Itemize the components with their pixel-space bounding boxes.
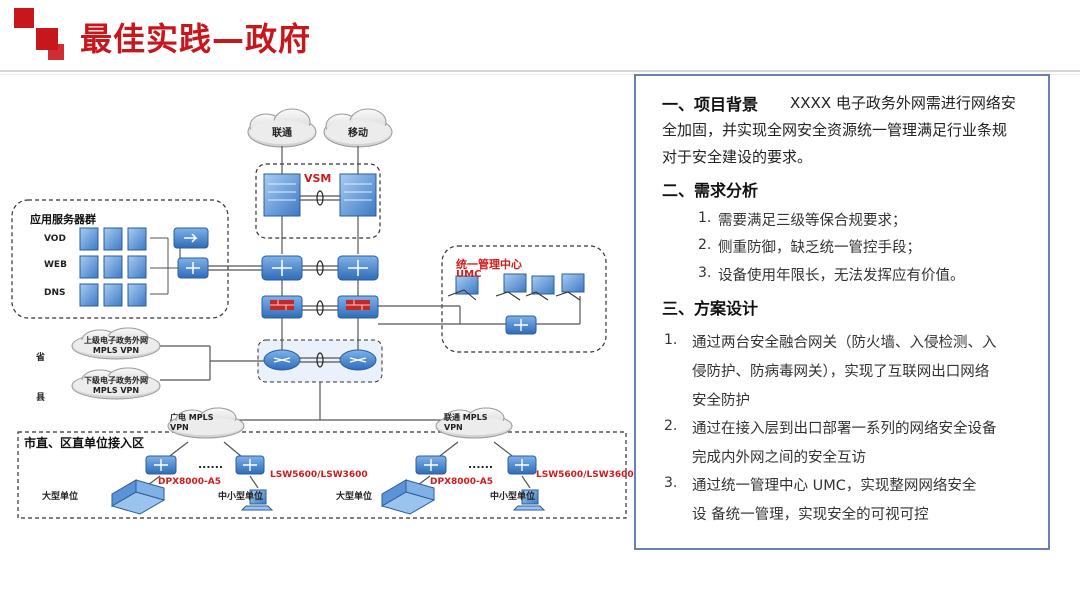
server-vod-label: VOD bbox=[44, 234, 66, 244]
vsm-server-right bbox=[339, 173, 377, 217]
vsm-label: VSM bbox=[304, 172, 332, 185]
lt-vpn-label: 联通 MPLS VPN bbox=[444, 413, 504, 433]
lower-vpn-line1: 下级电子政务外网 bbox=[84, 376, 148, 385]
cloud-gd-vpn bbox=[167, 407, 245, 439]
app-load-balancer bbox=[173, 227, 209, 249]
cloud-upper-vpn bbox=[71, 327, 161, 360]
req-num-2: 2. bbox=[698, 237, 712, 253]
vsm-box bbox=[255, 163, 381, 239]
req-num-1: 1. bbox=[698, 210, 712, 226]
plan-1-line-3: 安全防护 bbox=[692, 393, 750, 409]
app-server-racks bbox=[79, 227, 147, 307]
cloud-lt-vpn bbox=[435, 407, 513, 439]
lt-vpn-line1: 联通 MPLS bbox=[444, 413, 488, 422]
core-router-left bbox=[263, 349, 301, 371]
umc-box bbox=[441, 245, 607, 353]
umc-workstations bbox=[455, 273, 585, 295]
lsw-right-label: LSW5600/LSW3600 bbox=[536, 470, 634, 480]
access-zone-label: 市直、区直单位接入区 bbox=[24, 436, 145, 450]
title-divider bbox=[0, 70, 1080, 72]
req-item-3: 设备使用年限长，无法发挥应有价值。 bbox=[718, 268, 965, 284]
large-unit-left-label: 大型单位 bbox=[42, 492, 79, 502]
access-lsw-right bbox=[507, 455, 537, 475]
page-title: 最佳实践—政府 bbox=[80, 20, 312, 58]
umc-title-label: 统一管理中心 bbox=[456, 258, 522, 271]
gd-vpn-line1: 广电 MPLS bbox=[170, 413, 214, 422]
plan-3-line-1: 通过统一管理中心 UMC，实现整网网络安全 bbox=[692, 478, 977, 494]
server-dns-label: DNS bbox=[44, 288, 66, 298]
req-item-1: 需要满足三级等保合规要求； bbox=[718, 213, 907, 229]
plan-2-line-2: 完成内外网之间的安全互访 bbox=[692, 450, 866, 466]
building-large-left bbox=[110, 479, 166, 515]
dots-right: ...... bbox=[468, 458, 494, 471]
core-switch-left bbox=[261, 255, 303, 281]
bg-line-3: 对于安全建设的要求。 bbox=[662, 148, 813, 166]
network-diagram bbox=[11, 108, 627, 519]
cloud-mobile bbox=[323, 108, 393, 148]
building-large-right bbox=[380, 479, 436, 515]
plan-num-3: 3. bbox=[664, 475, 678, 491]
app-group-label: 应用服务器群 bbox=[30, 213, 96, 226]
gd-vpn-label: 广电 MPLS VPN bbox=[170, 413, 230, 433]
plan-heading: 三、方案设计 bbox=[662, 299, 759, 318]
req-num-3: 3. bbox=[698, 265, 712, 281]
dpx-left-label: DPX8000-A5 bbox=[158, 477, 222, 487]
small-unit-left-label: 中小型单位 bbox=[218, 492, 264, 502]
bg-heading: 一、项目背景 bbox=[662, 95, 759, 114]
pc-small-right bbox=[512, 489, 546, 511]
firewall-left bbox=[261, 295, 303, 319]
plan-3-line-2: 设 备统一管理，实现安全的可视可控 bbox=[692, 507, 929, 523]
dpx-right-label: DPX8000-A5 bbox=[430, 477, 494, 487]
lower-vpn-line2: MPLS VPN bbox=[92, 386, 140, 395]
server-web-label: WEB bbox=[44, 260, 67, 270]
plan-num-2: 2. bbox=[664, 418, 678, 434]
plan-2-line-1: 通过在接入层到出口部署一系列的网络安全设备 bbox=[692, 421, 997, 437]
title-divider-shadow bbox=[0, 74, 1080, 75]
lsw-left-label: LSW5600/LSW3600 bbox=[270, 470, 368, 480]
lt-vpn-line2: VPN bbox=[444, 423, 463, 432]
county-label: 县 bbox=[36, 393, 46, 403]
core-switch-right bbox=[337, 255, 379, 281]
bg-line-2: 全加固，并实现全网安全资源统一管理满足行业条规 bbox=[662, 121, 1008, 139]
upper-vpn-line2: MPLS VPN bbox=[92, 346, 140, 355]
cloud-lower-vpn bbox=[71, 367, 161, 400]
access-lsw-left bbox=[235, 455, 265, 475]
bg-line-1: XXXX 电子政务外网需进行网络安 bbox=[790, 94, 1016, 112]
upper-vpn-label: 上级电子政务外网 MPLS VPN bbox=[74, 336, 158, 356]
cloud-unicom-label: 联通 bbox=[272, 128, 292, 139]
firewall-right bbox=[337, 295, 379, 319]
upper-vpn-line1: 上级电子政务外网 bbox=[84, 336, 148, 345]
access-dpx-left bbox=[145, 455, 177, 475]
app-switch bbox=[177, 257, 209, 279]
province-label: 省 bbox=[36, 353, 46, 363]
req-heading: 二、需求分析 bbox=[662, 181, 759, 200]
logo-square-3 bbox=[48, 44, 64, 60]
cloud-unicom bbox=[247, 108, 317, 148]
plan-1-line-2: 侵防护、防病毒网关），实现了互联网出口网络 bbox=[692, 364, 990, 380]
umc-switch bbox=[505, 315, 537, 335]
pc-small-left bbox=[240, 489, 274, 511]
gd-vpn-line2: VPN bbox=[170, 423, 189, 432]
req-item-2: 侧重防御，缺乏统一管控手段； bbox=[718, 240, 921, 256]
dots-left: ...... bbox=[198, 458, 224, 471]
access-dpx-right bbox=[415, 455, 447, 475]
logo-square-1 bbox=[14, 8, 34, 28]
lower-vpn-label: 下级电子政务外网 MPLS VPN bbox=[74, 376, 158, 396]
small-unit-right-label: 中小型单位 bbox=[490, 492, 536, 502]
large-unit-right-label: 大型单位 bbox=[336, 492, 373, 502]
access-zone-box bbox=[17, 431, 627, 519]
info-panel bbox=[634, 74, 1050, 550]
app-server-box bbox=[11, 199, 229, 319]
cloud-mobile-label: 移动 bbox=[348, 128, 368, 139]
core-router-right bbox=[339, 349, 377, 371]
umc-sub-label: UMC bbox=[456, 269, 482, 280]
plan-num-1: 1. bbox=[664, 332, 678, 348]
vsm-server-left bbox=[263, 173, 301, 217]
plan-1-line-1: 通过两台安全融合网关（防火墙、入侵检测、入 bbox=[692, 335, 997, 351]
